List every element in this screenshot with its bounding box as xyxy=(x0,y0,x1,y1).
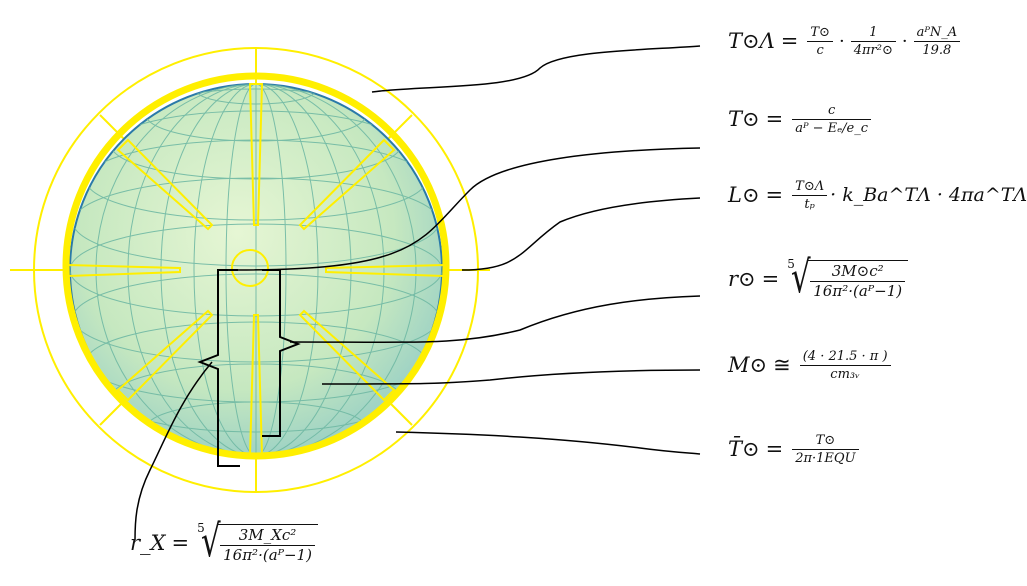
eq4-op: = xyxy=(761,267,780,291)
eq1-dot1: · xyxy=(838,30,845,52)
eq1-frac2-den: 4πr²⊙ xyxy=(853,43,893,58)
core-circle xyxy=(231,249,269,287)
eq1-op: = xyxy=(780,29,799,53)
eq3-tail: · k_Ba^TΛ · 4πa^TΛ xyxy=(830,184,1027,206)
eq3-den: tₚ xyxy=(804,197,815,212)
eq2-op: = xyxy=(765,107,784,131)
eq5-lhs: M⊙ xyxy=(728,353,768,377)
eq1-lhs: T⊙Λ xyxy=(728,29,775,53)
eq1-frac1-num: T⊙ xyxy=(807,26,833,42)
eq4-den: 16π²·(aᴾ−1) xyxy=(813,282,903,300)
eq3-num: T⊙Λ xyxy=(792,180,828,196)
radical-icon: √ xyxy=(201,516,221,567)
eq3-op: = xyxy=(765,183,784,207)
eq4-num: 3M⊙c² xyxy=(810,264,906,282)
eq2-num: c xyxy=(792,104,872,120)
eq2-lhs: T⊙ xyxy=(728,107,760,131)
eq6-num: T⊙ xyxy=(792,434,859,450)
eq6-lhs: T̄⊙ xyxy=(728,437,760,461)
eq1-frac2-num: 1 xyxy=(850,26,896,42)
radical-icon: √ xyxy=(791,252,811,303)
eq5-op: ≅ xyxy=(773,353,791,377)
eq1-frac3-num: aᴾN_A xyxy=(913,26,961,42)
eq6-den: 2π·1EQU xyxy=(795,451,856,466)
equation-mean-solar-temperature: T̄⊙= T⊙2π·1EQU xyxy=(728,434,862,465)
eq1-dot2: · xyxy=(901,30,908,52)
eq3-lhs: L⊙ xyxy=(728,183,760,207)
inner-spikes xyxy=(67,83,445,457)
eq4-lhs: r⊙ xyxy=(728,267,756,291)
eq1-frac3-den: 19.8 xyxy=(922,43,952,58)
eq2-den: aᴾ − Eₑ/e_c xyxy=(795,121,869,136)
eq7-den: 16π²·(aᴾ−1) xyxy=(223,546,312,564)
eq7-op: = xyxy=(171,531,190,555)
eq6-op: = xyxy=(765,437,784,461)
eq7-num: 3M_Xc² xyxy=(220,528,315,546)
eq1-frac1-den: c xyxy=(816,43,824,58)
eq4-root-index: 5 xyxy=(787,257,795,271)
leader-lines xyxy=(134,45,701,541)
eq7-lhs: r_X xyxy=(130,531,166,555)
equation-solar-mass: M⊙≅ (4 · 21.5 · π )cm₃ᵥ xyxy=(728,350,894,381)
eq7-root-index: 5 xyxy=(197,521,205,535)
eq5-num: (4 · 21.5 · π ) xyxy=(799,350,891,366)
eq5-den: cm₃ᵥ xyxy=(830,367,860,382)
